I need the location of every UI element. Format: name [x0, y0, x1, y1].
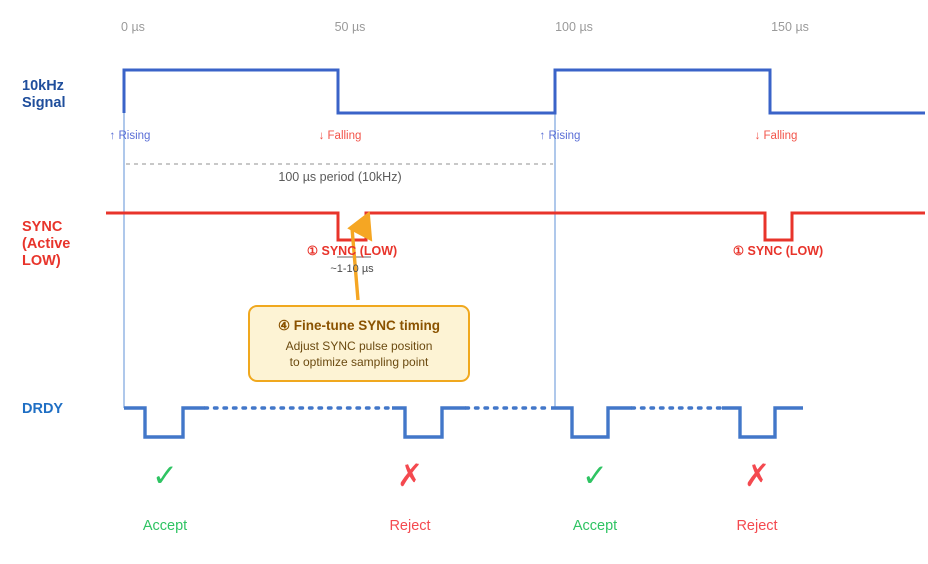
callout-title: ④ Fine-tune SYNC timing [277, 318, 441, 333]
down-arrow-icon: ↓ [318, 130, 325, 142]
sync-pulse-1-width: ~1-10 µs [330, 263, 374, 275]
down-arrow-icon: ↓ [754, 130, 761, 142]
edge-label-text: Rising [548, 130, 581, 142]
row-label-sync-line1: SYNC [22, 219, 63, 235]
row-label-clock-line2: Signal [22, 95, 66, 111]
edge-label-text: Falling [763, 130, 798, 142]
sync-pulse-1-label: ① SYNC (LOW) [306, 244, 398, 258]
period-annotation: 100 µs period (10kHz) [278, 170, 402, 184]
sync-waveform [106, 211, 925, 242]
sync-pulse-2-label: ① SYNC (LOW) [732, 244, 824, 258]
callout-body-line1: Adjust SYNC pulse position [285, 339, 433, 353]
row-label-sync-line3: LOW) [22, 253, 61, 269]
edge-marker-rising-2: ↑ Rising [540, 130, 581, 142]
drdy-waveform [124, 406, 803, 439]
check-icon-2: ✓ [582, 458, 608, 493]
callout-body-line2: to optimize sampling point [289, 355, 429, 369]
verdict-label-2: Reject [389, 518, 431, 534]
row-label-sync: SYNC (Active LOW) [22, 219, 70, 270]
check-icon-1: ✓ [152, 458, 178, 493]
edge-label-text: Falling [327, 130, 362, 142]
axis-tick-50us: 50 µs [334, 20, 366, 34]
callout-arrow [347, 211, 373, 301]
up-arrow-icon: ↑ [539, 130, 546, 142]
row-label-drdy: DRDY [22, 401, 64, 417]
axis-tick-0us: 0 µs [121, 20, 145, 34]
fine-tune-callout[interactable]: ④ Fine-tune SYNC timing Adjust SYNC puls… [248, 305, 470, 382]
row-label-sync-line2: (Active [22, 236, 71, 252]
verdict-label-4: Reject [736, 518, 778, 534]
axis-tick-100us: 100 µs [555, 20, 593, 34]
edge-label-text: Rising [118, 130, 151, 142]
row-label-clock-line1: 10kHz [22, 78, 64, 94]
edge-marker-falling-1: ↓ Falling [319, 130, 362, 142]
axis-tick-150us: 150 µs [771, 20, 809, 34]
verdict-label-3: Accept [572, 518, 618, 534]
cross-icon-1: ✗ [397, 458, 423, 493]
verdict-label-1: Accept [142, 518, 188, 534]
edge-marker-falling-2: ↓ Falling [755, 130, 798, 142]
edge-marker-rising-1: ↑ Rising [110, 130, 151, 142]
cross-icon-2: ✗ [744, 458, 770, 493]
up-arrow-icon: ↑ [109, 130, 116, 142]
clock-waveform [122, 68, 925, 115]
row-label-clock: 10kHz Signal [22, 78, 66, 112]
